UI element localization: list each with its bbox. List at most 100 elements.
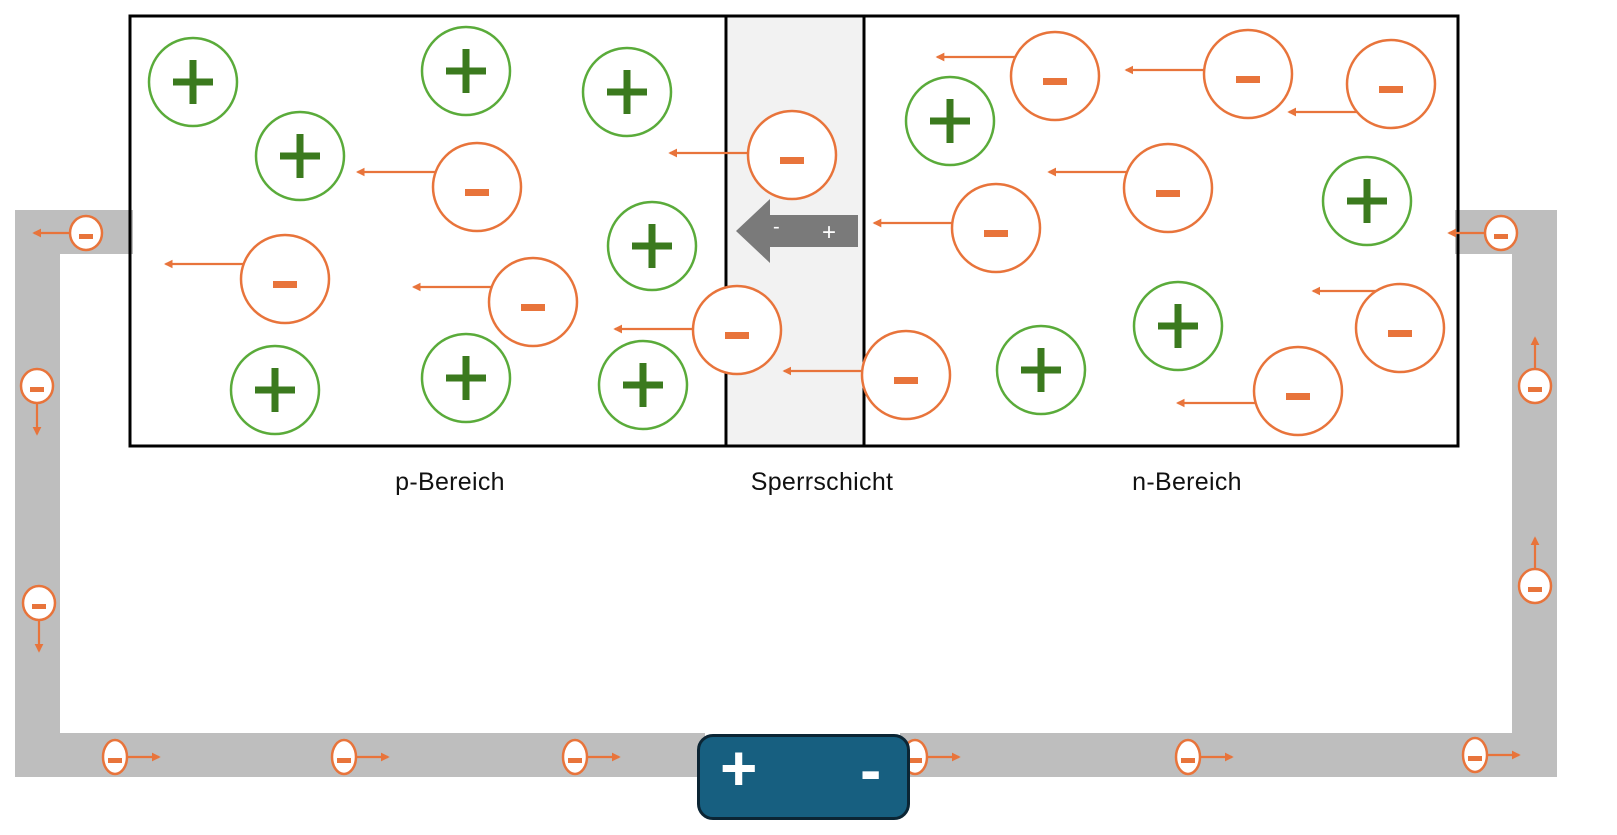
plus-icon (648, 224, 656, 268)
negative-charge (613, 284, 783, 376)
plus-icon (462, 49, 470, 93)
wire-electron (32, 214, 104, 252)
positive-ion (606, 200, 698, 292)
field-arrow-shape (736, 199, 858, 263)
plus-icon (462, 356, 470, 400)
minus-icon (108, 758, 122, 763)
electron-ring (68, 214, 104, 252)
depletion-layer-label: Sperrschicht (750, 468, 894, 496)
plus-icon (271, 368, 279, 412)
negative-charge-ring (1354, 282, 1446, 374)
battery-positive-terminal: + (720, 732, 758, 804)
minus-icon (1388, 330, 1412, 337)
plus-icon (1174, 304, 1182, 348)
electron-ring (1517, 367, 1553, 405)
wire-electron (1447, 214, 1519, 252)
negative-charge (1287, 38, 1437, 130)
negative-charge-ring (746, 109, 838, 201)
wire-electron (101, 738, 161, 776)
minus-icon (1528, 587, 1542, 592)
wire-electron (330, 738, 390, 776)
electron-ring (1517, 567, 1553, 605)
minus-icon (725, 332, 749, 339)
negative-charge (1311, 282, 1446, 374)
minus-icon (1156, 190, 1180, 197)
electron-ring (1174, 738, 1202, 776)
minus-icon (1379, 86, 1403, 93)
positive-ion (254, 110, 346, 202)
negative-charge (1047, 142, 1214, 234)
positive-ion (581, 46, 673, 138)
n-region-label: n-Bereich (1132, 468, 1242, 496)
negative-charge (782, 329, 952, 421)
minus-icon (984, 230, 1008, 237)
wire-electron (1517, 336, 1553, 405)
semiconductor-frame (128, 14, 1460, 448)
plus-icon (296, 134, 304, 178)
minus-icon (1181, 758, 1195, 763)
positive-ion (1321, 155, 1413, 247)
electron-ring (21, 584, 57, 622)
field-arrow-plus-sign: + (822, 219, 836, 246)
negative-charge-ring (1009, 30, 1101, 122)
minus-icon (337, 758, 351, 763)
negative-charge (411, 256, 579, 348)
minus-icon (1528, 387, 1542, 392)
minus-icon (568, 758, 582, 763)
negative-charge (163, 233, 331, 325)
negative-charge (1175, 345, 1344, 437)
negative-charge-ring (487, 256, 579, 348)
negative-charge-ring (431, 141, 523, 233)
minus-icon (1043, 78, 1067, 85)
wire-electron (21, 584, 57, 653)
negative-charge (355, 141, 523, 233)
negative-charge (668, 109, 838, 201)
plus-icon (1363, 179, 1371, 223)
negative-charge-ring (239, 233, 331, 325)
wire-segment-right (1512, 210, 1557, 777)
minus-icon (273, 281, 297, 288)
wire-segment-left (15, 210, 60, 777)
plus-icon (946, 99, 954, 143)
negative-charge (935, 30, 1101, 122)
minus-icon (1286, 393, 1310, 400)
minus-icon (30, 387, 44, 392)
minus-icon (521, 304, 545, 311)
positive-ion (995, 324, 1087, 416)
negative-charge-ring (950, 182, 1042, 274)
plus-icon (639, 363, 647, 407)
plus-icon (1037, 348, 1045, 392)
electric-field-arrow: -+ (736, 199, 858, 263)
minus-icon (1236, 76, 1260, 83)
p-region-label: p-Bereich (395, 468, 505, 496)
electron-ring (1461, 736, 1489, 774)
minus-icon (1494, 234, 1508, 239)
minus-icon (908, 758, 922, 763)
negative-charge-ring (1202, 28, 1294, 120)
positive-ion (597, 339, 689, 431)
negative-charge-ring (1122, 142, 1214, 234)
positive-ion (904, 75, 996, 167)
electron-ring (101, 738, 129, 776)
negative-charge-ring (860, 329, 952, 421)
electron-ring (19, 367, 55, 405)
minus-icon (1468, 756, 1482, 761)
minus-icon (780, 157, 804, 164)
negative-charge-ring (1252, 345, 1344, 437)
electron-ring (1483, 214, 1519, 252)
plus-icon (189, 60, 197, 104)
wire-electron (561, 738, 621, 776)
battery-negative-terminal: - (860, 734, 882, 806)
negative-charge (1124, 28, 1294, 120)
electron-ring (561, 738, 589, 776)
minus-icon (894, 377, 918, 384)
positive-ion (229, 344, 321, 436)
positive-ion (1132, 280, 1224, 372)
negative-charge-ring (691, 284, 783, 376)
wire-segment-bottom-right (900, 733, 1557, 777)
wire-electron (19, 367, 55, 436)
positive-ion (420, 25, 512, 117)
battery: + - (697, 732, 910, 820)
